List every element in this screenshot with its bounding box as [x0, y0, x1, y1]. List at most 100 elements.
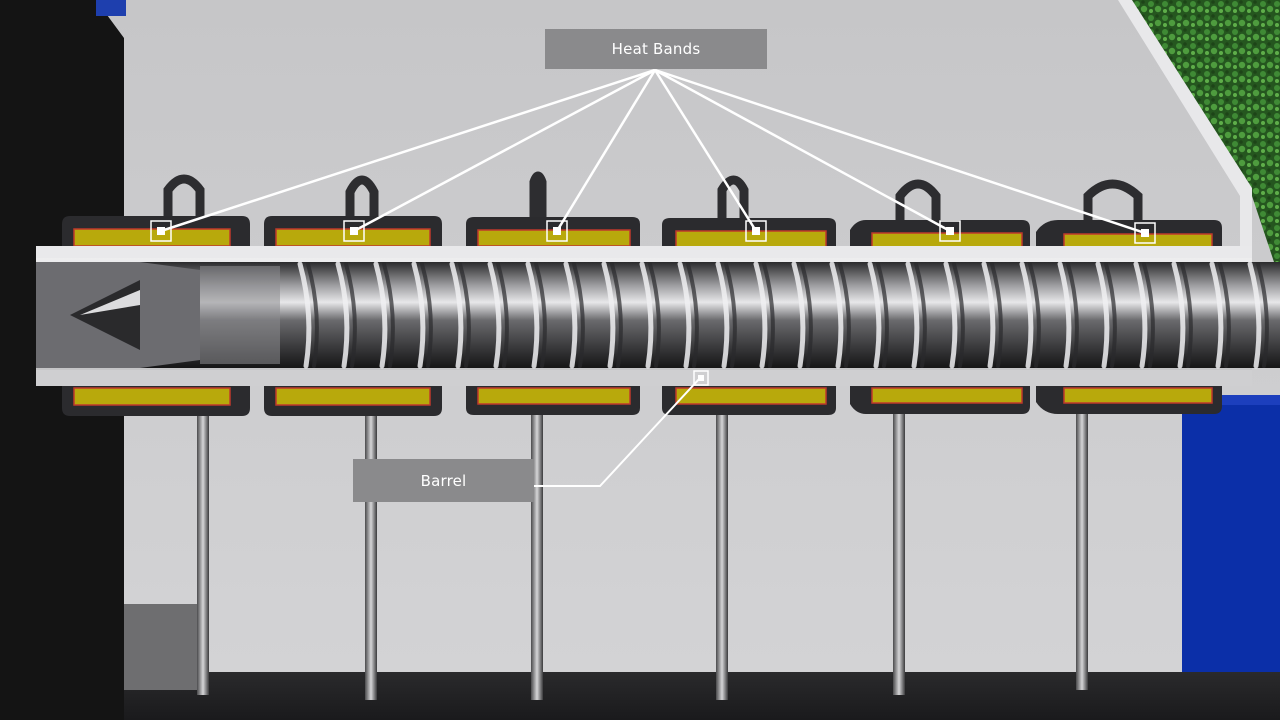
screw-flight	[715, 261, 730, 369]
heat-band-markers	[150, 220, 1156, 244]
support-rod	[197, 410, 209, 695]
heat-band	[466, 384, 640, 415]
screw-flight-shadow	[1142, 262, 1155, 368]
screw-flight	[335, 261, 350, 369]
machine-right-panel-edge	[1182, 395, 1280, 405]
leader-line	[555, 69, 657, 232]
heat-band-handle	[529, 171, 547, 225]
screw-flight-shadow	[1180, 262, 1193, 368]
screw-flight-shadow	[648, 262, 661, 368]
screw-flight-shadow	[382, 262, 395, 368]
screw-flight	[829, 261, 844, 369]
screw-flight-shadow	[572, 262, 585, 368]
marker	[150, 220, 172, 242]
screw-flight	[943, 261, 958, 369]
screw-flight-shadow	[914, 262, 927, 368]
screw-flight-shadow	[1218, 262, 1231, 368]
screw-flight	[1095, 261, 1110, 369]
screw-flight-shadow	[1104, 262, 1117, 368]
machine-right-panel	[1182, 395, 1280, 675]
screw-flight	[677, 261, 692, 369]
machine-left-blue-trim	[96, 0, 126, 16]
screw-flight	[601, 261, 616, 369]
heat-band	[1036, 384, 1222, 414]
screw-flight	[1133, 261, 1148, 369]
support-rod	[365, 410, 377, 700]
screw-tip-highlight	[80, 290, 140, 315]
heat-band-handle	[1083, 179, 1143, 227]
heat-band-handle	[717, 175, 749, 225]
marker	[343, 220, 365, 242]
screw-flight	[411, 261, 426, 369]
heat-band	[264, 384, 442, 416]
heat-band	[850, 384, 1030, 414]
heat-band-leaders	[160, 68, 1146, 235]
foliage-backdrop	[1130, 0, 1280, 280]
heat-band-handle	[345, 175, 379, 225]
screw-flight	[753, 261, 768, 369]
screw-flight-shadow	[1256, 262, 1269, 368]
screw-flight-shadow	[344, 262, 357, 368]
screw-flight	[487, 261, 502, 369]
heat-band	[662, 384, 836, 415]
screw-flight	[1171, 261, 1186, 369]
screw-flight-shadow	[496, 262, 509, 368]
screw-flight	[981, 261, 996, 369]
leader-line	[654, 68, 1146, 235]
heat-band	[62, 384, 250, 416]
floor	[0, 672, 1280, 720]
screw-flight	[449, 261, 464, 369]
heat-band-handles	[163, 171, 1143, 227]
screw-flight-shadow	[534, 262, 547, 368]
barrel-bottom-wall	[36, 370, 1252, 386]
screw-flight	[525, 261, 540, 369]
barrel-marker	[693, 370, 709, 386]
screw-flight	[563, 261, 578, 369]
support-rod	[716, 410, 728, 700]
screw-flight-shadow	[952, 262, 965, 368]
machine-base-step	[100, 604, 200, 690]
screw-flight-shadow	[306, 262, 319, 368]
screw-flight-shadow	[458, 262, 471, 368]
screw-flight	[1247, 261, 1262, 369]
screw-flight-shadow	[1028, 262, 1041, 368]
leader-line	[654, 68, 951, 233]
screw-flight-shadow	[686, 262, 699, 368]
screw-flight-shadow	[876, 262, 889, 368]
screw-flights	[297, 261, 1269, 369]
screw-flight-shadow	[800, 262, 813, 368]
leader-line	[160, 68, 656, 233]
screw-flight	[905, 261, 920, 369]
screw-flight	[297, 261, 312, 369]
heat-band	[662, 218, 836, 248]
heat-band-handle	[895, 179, 941, 227]
screw-flight	[1057, 261, 1072, 369]
screw-flight-shadow	[420, 262, 433, 368]
screw-flight	[1209, 261, 1224, 369]
screw-flight-shadow	[838, 262, 851, 368]
support-rod	[1076, 410, 1088, 690]
heat-band-handle	[163, 174, 205, 225]
barrel-leader-line	[534, 377, 701, 487]
heat-bands-label: Heat Bands	[545, 29, 767, 69]
heat-bands-bottom	[62, 384, 1222, 416]
screw-flight-shadow	[1066, 262, 1079, 368]
support-rod	[893, 410, 905, 695]
screw-flight-shadow	[724, 262, 737, 368]
screw-flight-shadow	[990, 262, 1003, 368]
check-ring	[200, 266, 280, 364]
screw-flight	[867, 261, 882, 369]
screw-flight	[1019, 261, 1034, 369]
screw-flight-shadow	[762, 262, 775, 368]
support-rod	[531, 410, 543, 700]
marker	[745, 220, 767, 242]
barrel-top-wall	[36, 246, 1252, 258]
marker	[546, 220, 568, 242]
leader-line	[653, 69, 758, 232]
heat-band	[1036, 220, 1222, 250]
marker	[939, 220, 961, 242]
marker	[1134, 222, 1156, 244]
leader-line	[353, 68, 656, 233]
